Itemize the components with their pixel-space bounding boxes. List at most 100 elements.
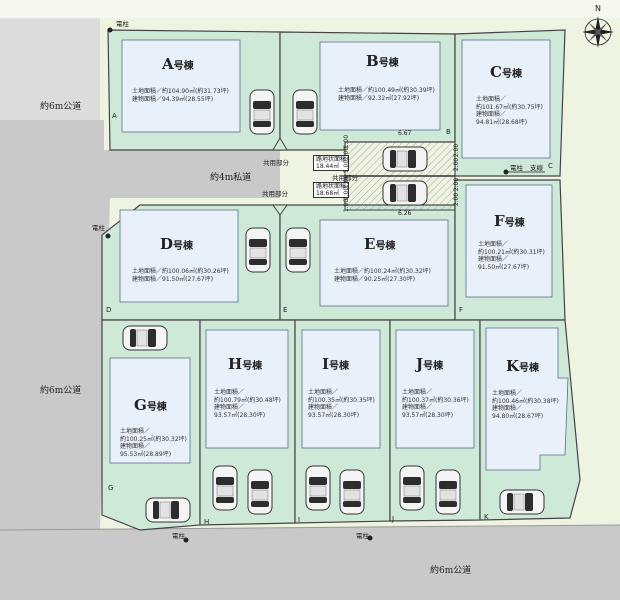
lot-F-info: 土地面積／ 約100.21㎡(約30.31坪) 建物面積／ 91.50㎡(27.… [478, 241, 545, 271]
lot-I-line-3: 建物面積／ [308, 404, 339, 411]
lot-D-info: 土地面積／約100.06㎡(約30.26坪) 建物面積／91.50㎡(27.67… [132, 268, 229, 283]
lot-B-line-1: 土地面積／約100.49㎡(約30.39坪) [338, 87, 435, 94]
lot-D-line-1: 土地面積／約100.06㎡(約30.26坪) [132, 268, 229, 275]
pole-top-dot [107, 27, 113, 33]
building-K [485, 327, 569, 471]
lot-E-title: E号棟 [364, 235, 395, 253]
lot-F-suffix: 号棟 [504, 218, 525, 229]
lot-H-letter: H [228, 355, 243, 373]
lot-C-line-3: 建物面積／ [476, 111, 507, 118]
lot-J-line-3: 建物面積／ [402, 404, 433, 411]
lot-E-line-1: 土地面積／約100.24㎡(約30.32坪) [334, 268, 431, 275]
lot-G-line-3: 建物面積／ [120, 443, 151, 450]
pole-west-label: 電柱 [92, 224, 105, 232]
lot-K-letter: K [506, 357, 520, 375]
lot-G-letter: G [134, 396, 147, 414]
dim-left-2: 2.00 [343, 146, 351, 161]
shared-triangle-lower [272, 204, 288, 216]
lot-K-line-1: 土地面積／ [492, 390, 523, 397]
road-west-bottom-label: 約6m公道 [40, 386, 82, 396]
access-area-lower: 路地状面積 18.68㎡ [313, 182, 350, 198]
lot-G-line-2: 約100.25㎡(約30.32坪) [120, 435, 187, 443]
lot-D-letter: D [160, 235, 174, 253]
lot-E-letter: E [364, 235, 376, 253]
lot-G-line-4: 95.53㎡(28.89坪) [120, 450, 172, 458]
lot-D-suffix: 号棟 [173, 241, 194, 252]
car-access-2 [382, 180, 428, 206]
lot-J-letter: J [416, 355, 424, 373]
building-C [461, 39, 551, 159]
building-E [319, 219, 449, 307]
car-J2 [435, 469, 461, 515]
car-G-bottom [145, 497, 191, 523]
lot-J-suffix: 号棟 [423, 361, 444, 372]
lot-G-info: 土地面積／ 約100.25㎡(約30.32坪) 建物面積／ 95.53㎡(28.… [120, 428, 187, 458]
point-B: B [446, 128, 451, 136]
lot-F-line-4: 91.50㎡(27.67坪) [478, 263, 530, 271]
lot-I-line-1: 土地面積／ [308, 389, 339, 396]
dim-right-4: 2.00 [453, 192, 461, 207]
building-G [109, 357, 191, 464]
lot-B-line-2: 建物面積／92.32㎡(27.92坪) [338, 94, 420, 102]
dim-left-3: 1.00 [343, 159, 351, 174]
lot-C-suffix: 号棟 [501, 69, 522, 80]
lot-F-letter: F [494, 212, 505, 230]
pole-west-dot [105, 233, 111, 239]
point-A: A [112, 112, 117, 120]
car-E [285, 227, 311, 273]
lot-G-suffix: 号棟 [146, 402, 167, 413]
lot-B-info: 土地面積／約100.49㎡(約30.39坪) 建物面積／92.32㎡(27.92… [338, 87, 435, 102]
lot-A-suffix: 号棟 [173, 61, 194, 72]
lot-C-line-4: 94.81㎡(28.68坪) [476, 118, 528, 126]
west-road-upper [0, 18, 100, 120]
dim-right-2: 2.00 [453, 157, 461, 172]
lot-F-line-2: 約100.21㎡(約30.31坪) [478, 248, 545, 256]
lot-F-line-1: 土地面積／ [478, 241, 509, 248]
point-G: G [108, 484, 114, 492]
lot-I-line-2: 約100.35㎡(約30.35坪) [308, 396, 375, 404]
lot-I-line-4: 93.57㎡(28.30坪) [308, 411, 360, 419]
road-edge-line [0, 524, 620, 531]
pole-east-label: 電柱 [510, 164, 523, 172]
lot-A-title: A号棟 [162, 55, 194, 73]
dim-right-3: 2.00 [453, 177, 461, 192]
shared-width-bottom: 6.26 [398, 210, 412, 217]
compass-north-letter: N [595, 4, 601, 13]
road-south-label: 約6m公道 [430, 566, 472, 576]
pole-bottom-left-dot [183, 537, 189, 543]
dim-right-1: 2.00 [453, 143, 461, 158]
lot-I-suffix: 号棟 [329, 361, 350, 372]
car-I2 [339, 469, 365, 515]
dim-left-6: 1.00 [343, 198, 351, 213]
building-footprints [109, 39, 569, 471]
lot-A-letter: A [162, 55, 174, 73]
building-B [319, 41, 441, 131]
lot-H-line-1: 土地面積／ [214, 389, 245, 396]
building-I [301, 329, 381, 449]
lot-F-title: F号棟 [494, 212, 525, 230]
shared-area-label-lower: 共用部分 [262, 190, 288, 198]
car-J1 [399, 465, 425, 511]
pole-bottom-mid-label: 電柱 [356, 532, 369, 540]
point-C: C [548, 162, 553, 170]
lot-B-letter: B [366, 52, 379, 70]
lot-K-info: 土地面積／ 約100.46㎡(約30.38坪) 建物面積／ 94.80㎡(28.… [492, 390, 559, 420]
car-G-top [122, 325, 168, 351]
point-D: D [106, 306, 112, 314]
lot-H-suffix: 号棟 [242, 361, 263, 372]
pole-bottom-left-label: 電柱 [172, 532, 185, 540]
lot-E-line-2: 建物面積／90.25㎡(27.30坪) [334, 275, 416, 283]
point-I: I [298, 516, 301, 524]
car-H1 [212, 465, 238, 511]
pole-bottom-mid-dot [367, 535, 373, 541]
lot-B-title: B号棟 [366, 52, 399, 70]
lot-K-title: K号棟 [506, 357, 539, 375]
access-area-upper-title: 路地状面積 [316, 156, 347, 163]
road-west-top-label: 約6m公道 [40, 102, 82, 112]
access-area-upper-value: 18.44㎡ [316, 163, 340, 170]
private-road [104, 150, 280, 198]
road-private-label: 約4m私道 [210, 173, 252, 183]
lot-A-line-1: 土地面積／約104.90㎡(約31.73坪) [132, 88, 229, 95]
compass-rose-icon [582, 16, 614, 48]
